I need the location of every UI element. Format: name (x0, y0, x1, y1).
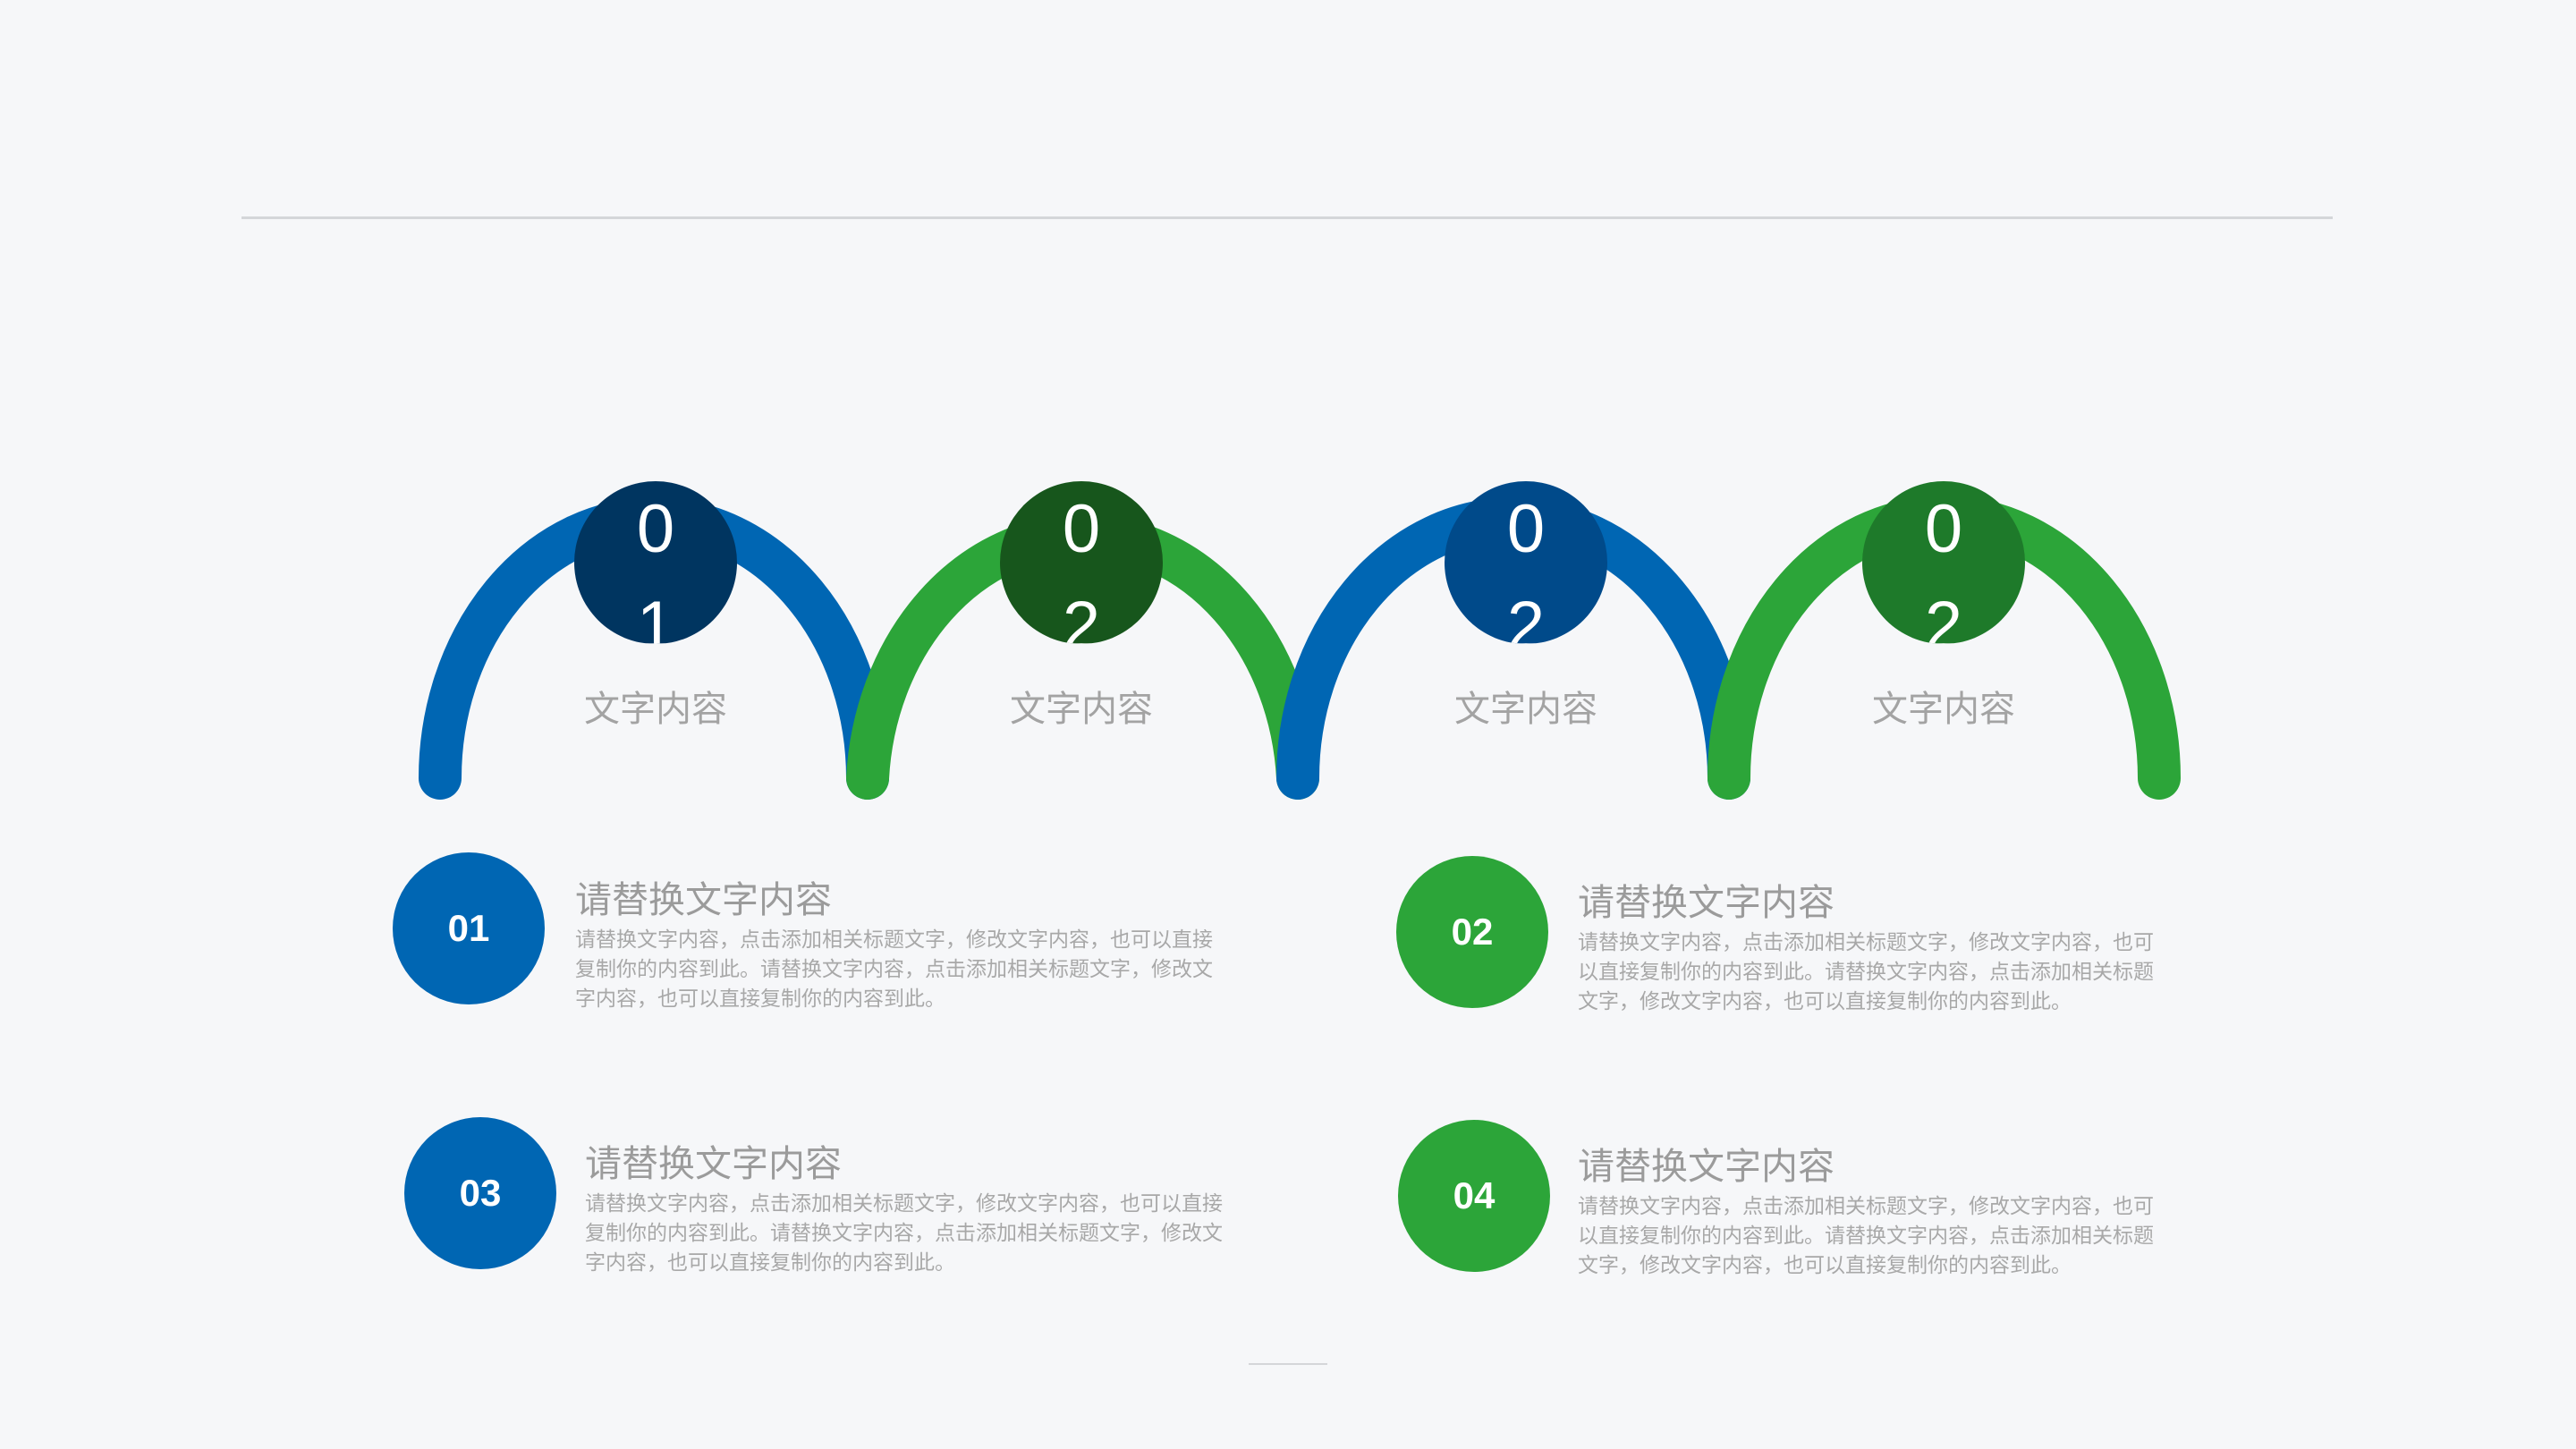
arch-number-3: 02 (1445, 481, 1607, 644)
arch-label-1: 文字内容 (584, 690, 727, 729)
bottom-divider (1249, 1363, 1327, 1365)
item-number-2: 02 (1396, 856, 1548, 1008)
item-body-1: 请替换文字内容，点击添加相关标题文字，修改文字内容，也可以直接复制你的内容到此。… (575, 928, 1213, 1010)
item-body-3: 请替换文字内容，点击添加相关标题文字，修改文字内容，也可以直接复制你的内容到此。… (585, 1191, 1223, 1274)
item-title-2: 请替换文字内容 (1578, 882, 1835, 923)
item-number-4: 04 (1398, 1120, 1550, 1272)
item-title-1: 请替换文字内容 (575, 879, 832, 920)
arch-label-2: 文字内容 (1010, 690, 1153, 729)
item-body-2: 请替换文字内容，点击添加相关标题文字，修改文字内容，也可以直接复制你的内容到此。… (1578, 930, 2154, 1013)
item-body-4: 请替换文字内容，点击添加相关标题文字，修改文字内容，也可以直接复制你的内容到此。… (1578, 1194, 2154, 1276)
top-divider (242, 216, 2333, 219)
arch-number-4: 02 (1862, 481, 2025, 644)
arch-number-1: 01 (574, 481, 737, 644)
arch-label-3: 文字内容 (1454, 690, 1597, 729)
item-number-3: 03 (404, 1117, 556, 1269)
arch-label-4: 文字内容 (1872, 690, 2015, 729)
arch-number-2: 02 (1000, 481, 1163, 644)
item-number-1: 01 (393, 852, 545, 1004)
item-title-4: 请替换文字内容 (1578, 1146, 1835, 1187)
item-title-3: 请替换文字内容 (585, 1143, 842, 1184)
